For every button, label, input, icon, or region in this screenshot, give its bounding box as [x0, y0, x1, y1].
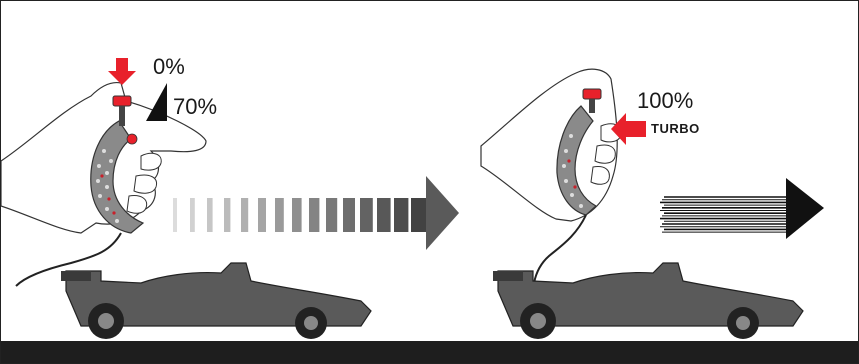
- speed-dash: [377, 198, 391, 232]
- throttle-zero-label: 0%: [153, 54, 185, 79]
- turbo-press-arrow-icon: [611, 113, 646, 145]
- controller-body: [90, 120, 145, 234]
- trigger-button: [112, 95, 132, 107]
- speed-dash: [360, 198, 373, 232]
- speed-dash: [275, 198, 284, 232]
- speed-dash: [173, 198, 177, 232]
- speed-dash: [411, 198, 427, 232]
- speed-arrow-fading: [173, 176, 459, 250]
- left-hand-controller-illustration: [1, 58, 207, 287]
- press-down-arrow-icon: [108, 58, 136, 85]
- ground-strip: [1, 341, 858, 363]
- speed-dash: [309, 198, 320, 232]
- throttle-ramp-icon: [146, 83, 167, 121]
- speed-dash: [207, 198, 213, 232]
- race-car-left: [61, 262, 372, 339]
- speed-dash: [241, 198, 249, 232]
- throttle-full-label: 100%: [637, 88, 694, 113]
- controller-cable: [15, 232, 122, 287]
- speed-dash: [394, 198, 409, 232]
- speed-dash: [190, 198, 195, 232]
- speed-dash: [258, 198, 266, 232]
- speed-dash: [326, 198, 338, 232]
- speed-dash: [292, 198, 302, 232]
- trigger-button-right: [582, 88, 602, 100]
- right-hand-controller-illustration: [480, 68, 646, 284]
- race-car-right: [493, 262, 804, 339]
- speed-dash: [224, 198, 231, 232]
- turbo-label: TURBO: [651, 121, 700, 136]
- speed-arrow-lines: [660, 178, 824, 239]
- throttle-partial-label: 70%: [173, 94, 218, 119]
- controller-cable-right: [533, 214, 587, 284]
- speed-dash: [343, 198, 355, 232]
- controller-body-right: [556, 105, 598, 216]
